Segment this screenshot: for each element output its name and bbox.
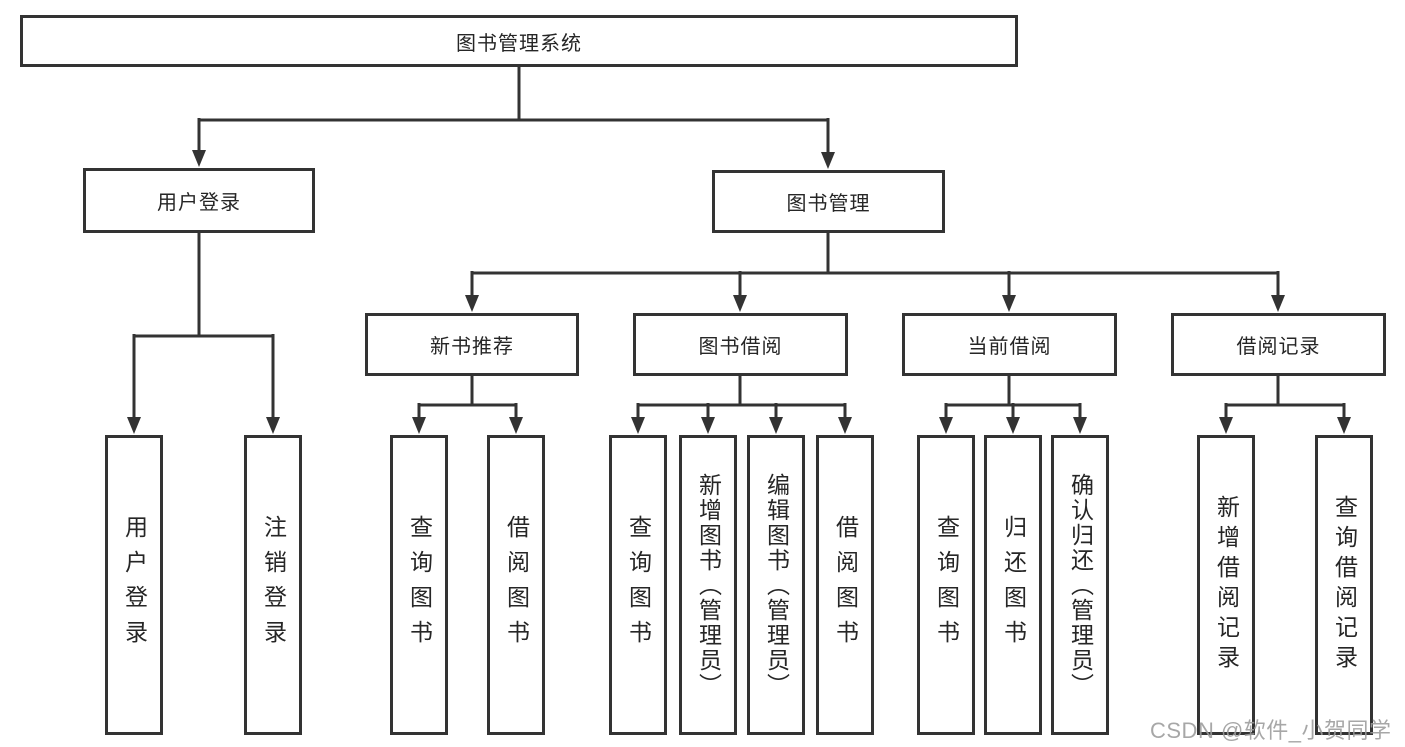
node-user-login-label: 用户登录 <box>157 192 241 214</box>
leaf-return-book-label: 归还图书 <box>1000 515 1027 655</box>
node-book-borrow-label: 图书借阅 <box>698 336 783 358</box>
leaf-query-books-current-label: 查询图书 <box>933 515 960 655</box>
node-borrow-records: 借阅记录 <box>1171 313 1386 376</box>
node-book-management: 图书管理 <box>712 170 945 233</box>
leaf-borrow-books-recommend-label: 借阅图书 <box>503 515 530 655</box>
leaf-query-books-current: 查询图书 <box>917 435 975 735</box>
leaf-user-login: 用户登录 <box>105 435 163 735</box>
leaf-logout-label: 注销登录 <box>260 515 287 655</box>
leaf-edit-book-admin: 编辑图书（管理员） <box>747 435 805 735</box>
leaf-query-borrow-record: 查询借阅记录 <box>1315 435 1373 735</box>
leaf-borrow-books: 借阅图书 <box>816 435 874 735</box>
leaf-borrow-books-recommend: 借阅图书 <box>487 435 545 735</box>
leaf-query-books-borrow: 查询图书 <box>609 435 667 735</box>
node-new-book-recommend-label: 新书推荐 <box>430 336 514 358</box>
leaf-query-books-recommend: 查询图书 <box>390 435 448 735</box>
leaf-add-borrow-record-label: 新增借阅记录 <box>1213 495 1240 675</box>
leaf-borrow-books-label: 借阅图书 <box>832 515 859 655</box>
leaf-confirm-return-admin-label: 确认归还（管理员） <box>1067 472 1094 698</box>
node-current-borrow: 当前借阅 <box>902 313 1117 376</box>
node-borrow-records-label: 借阅记录 <box>1236 336 1321 358</box>
leaf-confirm-return-admin: 确认归还（管理员） <box>1051 435 1109 735</box>
leaf-logout: 注销登录 <box>244 435 302 735</box>
csdn-watermark: CSDN @软件_小贺同学 <box>1150 718 1392 743</box>
leaf-add-borrow-record: 新增借阅记录 <box>1197 435 1255 735</box>
leaf-query-books-recommend-label: 查询图书 <box>406 515 433 655</box>
leaf-query-books-borrow-label: 查询图书 <box>625 515 652 655</box>
node-book-borrow: 图书借阅 <box>633 313 848 376</box>
leaf-add-book-admin-label: 新增图书（管理员） <box>695 472 722 698</box>
node-user-login: 用户登录 <box>83 168 315 233</box>
node-root-system: 图书管理系统 <box>20 15 1018 67</box>
node-current-borrow-label: 当前借阅 <box>967 336 1052 358</box>
leaf-return-book: 归还图书 <box>984 435 1042 735</box>
leaf-query-borrow-record-label: 查询借阅记录 <box>1331 495 1358 675</box>
node-book-management-label: 图书管理 <box>786 193 871 215</box>
node-root-label: 图书管理系统 <box>456 32 582 55</box>
leaf-add-book-admin: 新增图书（管理员） <box>679 435 737 735</box>
leaf-user-login-label: 用户登录 <box>121 515 148 655</box>
leaf-edit-book-admin-label: 编辑图书（管理员） <box>763 472 790 698</box>
node-new-book-recommend: 新书推荐 <box>365 313 579 376</box>
